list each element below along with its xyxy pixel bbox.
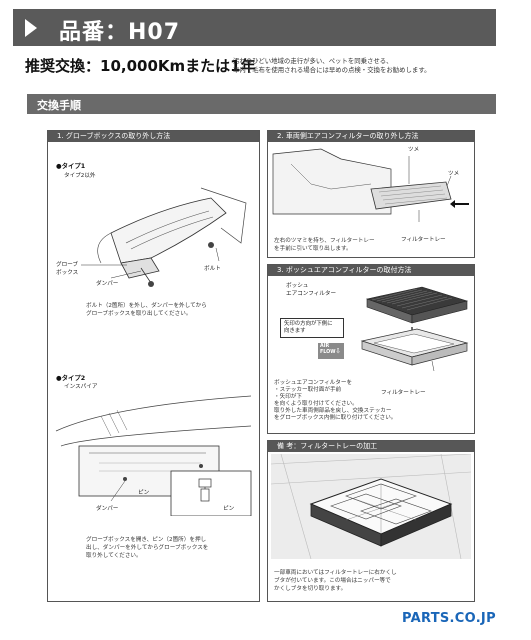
type1-damper-label: ダンパー — [96, 281, 119, 287]
filter-tray-label: フィルタートレー — [401, 237, 446, 243]
type1-sub: タイプ2以外 — [64, 173, 96, 179]
note-line-1: 汚れのひどい地域の走行が多い、ペットを同乗させる、 — [233, 57, 393, 65]
type2-pin-label: ピン — [138, 490, 150, 496]
part-number-title: 品番：H07 — [59, 20, 181, 45]
panel3-desc-line-6: をグローブボックス内側に取り付けてください。 — [274, 415, 397, 421]
filter-removal-description: 左右のツマミを持ち、フィルタートレー を手前に引いて取り出します。 — [274, 237, 394, 253]
down-arrow-icon: ⇩ — [335, 347, 341, 355]
panel-title: 3. ボッシュエアコンフィルターの取付方法 — [268, 265, 474, 276]
type1-label: ●タイプ1 — [56, 162, 86, 170]
panel-title: 1. グローブボックスの取り外し方法 — [48, 131, 259, 142]
type2-label: ●タイプ2 — [56, 374, 86, 382]
type2-damper-label: ダンパー — [96, 506, 119, 512]
panel-title: 2. 車両側エアコンフィルターの取り外し方法 — [268, 131, 474, 142]
arrow-note-text: 矢印の方向が下側に 向きます — [284, 321, 333, 334]
type2-illustration — [55, 395, 252, 516]
panel-glovebox-removal: 1. グローブボックスの取り外し方法 ●タイプ1 タイプ2以外 グローブ ボック… — [47, 130, 260, 602]
header-bar: 品番：H07 — [13, 9, 496, 46]
recommendation-note: 汚れのひどい地域の走行が多い、ペットを同乗させる、 車内で毛布を使用される場合に… — [233, 57, 493, 74]
type1-glovebox-label: グローブ ボックス — [56, 262, 79, 276]
tray-modification-illustration — [271, 454, 471, 559]
type2-sub: インスパイア — [64, 384, 98, 390]
panel4-desc-line-1: 一部車両においてはフィルタートレーに右かくし — [274, 570, 397, 576]
filter-removal-illustration — [272, 148, 469, 222]
panel2-desc-line-1: 左右のツマミを持ち、フィルタートレー — [274, 238, 375, 244]
panel4-desc-line-2: ブタが付いています。この場合はニッパー等で — [274, 578, 391, 584]
panel3-desc-line-4: を向くよう取り付けてください。 — [274, 401, 358, 407]
tsume-label-1: ツメ — [408, 147, 420, 153]
recommendation-label: 推奨交換：10,000Kmまたは1年 — [25, 57, 256, 75]
bosch-install-description: ボッシュエアコンフィルターを ・ステッカー取付面が手前 ・矢印が下 を向くよう取… — [274, 380, 424, 422]
type1-illustration — [81, 187, 247, 287]
note-line-2: 車内で毛布を使用される場合には早めの点検・交換をお勧めします。 — [233, 65, 431, 74]
panel-vehicle-filter-removal: 2. 車両側エアコンフィルターの取り外し方法 ツメ ツメ 左右のツマミを持ち、フ… — [267, 130, 475, 258]
tsume-label-2: ツメ — [448, 171, 460, 177]
play-triangle-icon — [25, 19, 37, 37]
type1-bolt-label: ボルト — [204, 266, 221, 272]
panel-title: 備 考：フィルタートレーの加工 — [268, 441, 474, 452]
type1-desc-line-1: ボルト（2箇所）を外し、ダンパーを外してから — [86, 303, 207, 309]
type1-desc-line-2: グローブボックスを取り出してください。 — [86, 311, 192, 317]
type2-desc-line-3: 取り外してください。 — [86, 553, 142, 559]
arrow-note-box: 矢印の方向が下側に 向きます — [280, 318, 344, 338]
tray-modification-description: 一部車両においてはフィルタートレーに右かくし ブタが付いています。この場合はニッ… — [274, 569, 470, 593]
panel-bosch-filter-install: 3. ボッシュエアコンフィルターの取付方法 ボッシュ エアコンフィルター 矢印の… — [267, 264, 475, 434]
airflow-text: AIR FLOW — [320, 344, 336, 355]
section-title: 交換手順 — [37, 99, 81, 112]
bosch-filter-label: ボッシュ エアコンフィルター — [286, 283, 337, 297]
panel4-desc-line-3: かくしブタを切り取ります。 — [274, 586, 347, 592]
type1-description: ボルト（2箇所）を外し、ダンパーを外してから グローブボックスを取り出してくださ… — [86, 302, 256, 318]
panel3-desc-line-5: 取り外した車両側部品を戻し、交換ステッカー — [274, 408, 392, 414]
panel3-desc-line-2: ・ステッカー取付面が手前 — [274, 387, 342, 393]
panel-filter-tray-modification: 備 考：フィルタートレーの加工 一部車両においてはフィルタートレーに右かくし ブ… — [267, 440, 475, 602]
panel3-desc-line-1: ボッシュエアコンフィルターを — [274, 380, 353, 386]
type2-desc-line-1: グローブボックスを開き、ピン（2箇所）を押し — [86, 537, 207, 543]
panel3-desc-line-3: ・矢印が下 — [274, 394, 302, 400]
section-bar: 交換手順 — [27, 94, 496, 114]
parts-logo[interactable]: PARTS.CO.JP — [402, 611, 496, 626]
type2-description: グローブボックスを開き、ピン（2箇所）を押し 出し、ダンパーを外してからグローブ… — [86, 536, 256, 560]
type2-desc-line-2: 出し、ダンパーを外してからグローブボックスを — [86, 545, 209, 551]
panel2-desc-line-2: を手前に引いて取り出します。 — [274, 246, 352, 252]
type2-pin-detail-label: ピン — [223, 506, 235, 512]
tray-label: フィルタートレー — [381, 390, 426, 396]
airflow-badge: AIR FLOW ⇩ — [318, 343, 344, 359]
bosch-filter-illustration — [360, 286, 469, 372]
